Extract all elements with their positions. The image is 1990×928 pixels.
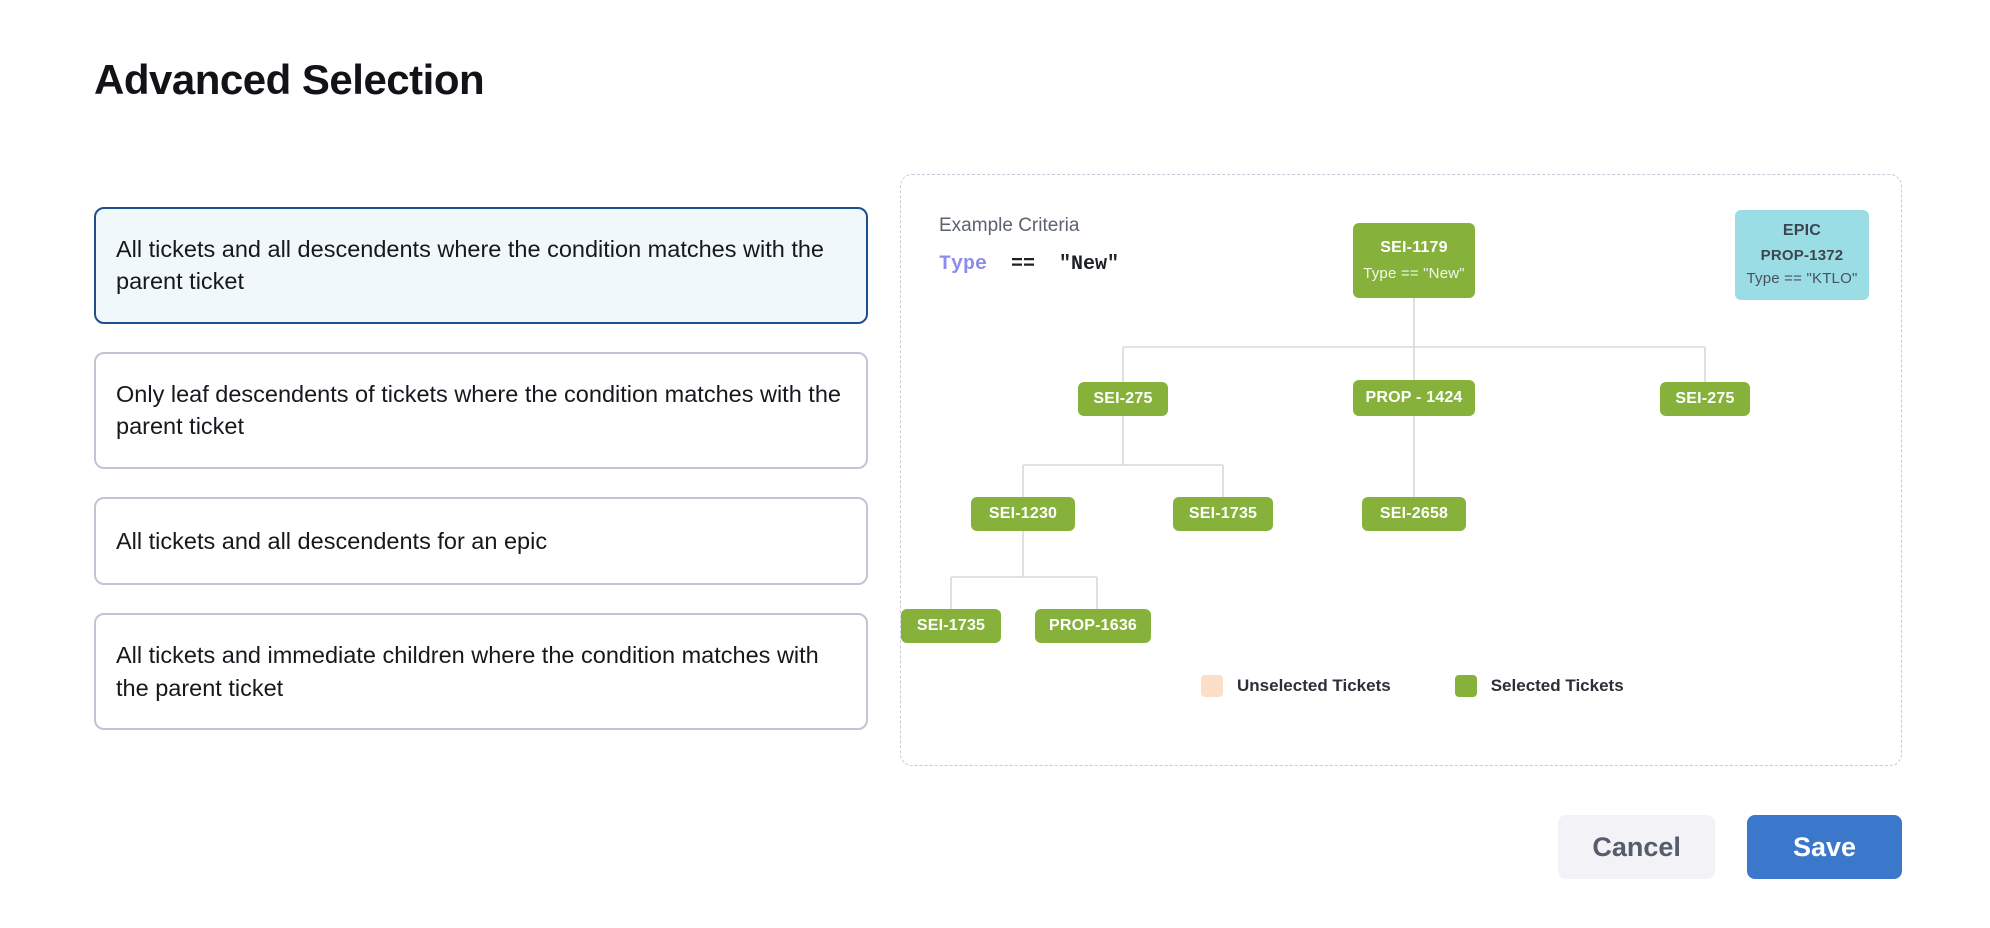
legend-item-selected: Selected Tickets [1454, 675, 1624, 697]
option-label: All tickets and all descendents where th… [116, 236, 825, 295]
tree-node-prop-1424[interactable]: PROP - 1424 [1353, 380, 1475, 416]
node-title: SEI-1230 [988, 505, 1058, 522]
save-button[interactable]: Save [1746, 815, 1902, 879]
dialog-footer: Cancel Save [1558, 815, 1902, 879]
criteria-title: Example Criteria [939, 215, 1080, 236]
option-card-epic-descendents[interactable]: All tickets and all descendents for an e… [94, 496, 868, 586]
page-title: Advanced Selection [94, 56, 485, 103]
option-card-leaf-descendents[interactable]: Only leaf descendents of tickets where t… [94, 351, 868, 469]
tree-node-sei-1230[interactable]: SEI-1230 [971, 497, 1075, 531]
legend-item-unselected: Unselected Tickets [1201, 675, 1391, 697]
tree-node-prop-1636[interactable]: PROP-1636 [1035, 609, 1151, 643]
node-title: SEI-275 [1093, 390, 1153, 407]
option-label: Only leaf descendents of tickets where t… [116, 380, 841, 440]
criteria-keyword: Type [939, 253, 988, 276]
legend-label: Selected Tickets [1490, 676, 1624, 695]
option-label: All tickets and all descendents for an e… [116, 527, 548, 554]
tree-connectors [950, 298, 1706, 609]
cancel-button[interactable]: Cancel [1558, 815, 1715, 879]
options-list: All tickets and all descendents where th… [94, 207, 868, 758]
tree-node-sei-2658[interactable]: SEI-2658 [1362, 497, 1466, 531]
node-title: PROP-1636 [1048, 617, 1138, 634]
example-diagram-panel: Example Criteria Type == "New" [900, 174, 1902, 766]
criteria-expression: Type == "New" [939, 253, 1119, 276]
diagram-legend: Unselected Tickets Selected Tickets [1201, 675, 1624, 697]
node-title: SEI-1179 [1380, 239, 1448, 256]
node-title: SEI-1735 [916, 617, 986, 634]
tree-node-epic[interactable]: EPIC PROP-1372 Type == "KTLO" [1735, 210, 1869, 300]
ticket-tree: SEI-1179 Type == "New" EPIC PROP-1372 Ty… [901, 175, 1903, 767]
tree-node-root[interactable]: SEI-1179 Type == "New" [1353, 223, 1475, 298]
node-title: SEI-275 [1675, 390, 1735, 407]
legend-swatch-unselected [1201, 675, 1223, 697]
criteria-rest: == "New" [987, 253, 1120, 276]
tree-node-sei-275-right[interactable]: SEI-275 [1660, 382, 1750, 416]
legend-label: Unselected Tickets [1237, 676, 1391, 695]
node-epic-label: EPIC [1782, 222, 1822, 240]
node-epic-condition: Type == "KTLO" [1746, 270, 1858, 288]
tree-node-sei-1735-mid[interactable]: SEI-1735 [1173, 497, 1273, 531]
legend-swatch-selected [1454, 675, 1477, 697]
node-epic-key: PROP-1372 [1760, 247, 1844, 265]
node-title: SEI-1735 [1188, 505, 1258, 522]
option-card-immediate-children[interactable]: All tickets and immediate children where… [94, 613, 868, 730]
node-title: SEI-2658 [1379, 505, 1449, 522]
tree-node-sei-275-left[interactable]: SEI-275 [1078, 382, 1168, 416]
node-subtitle: Type == "New" [1363, 265, 1465, 282]
node-title: PROP - 1424 [1365, 389, 1463, 406]
tree-node-sei-1735-leaf[interactable]: SEI-1735 [901, 609, 1001, 643]
option-label: All tickets and immediate children where… [116, 642, 819, 701]
option-card-all-descendents[interactable]: All tickets and all descendents where th… [94, 207, 868, 324]
